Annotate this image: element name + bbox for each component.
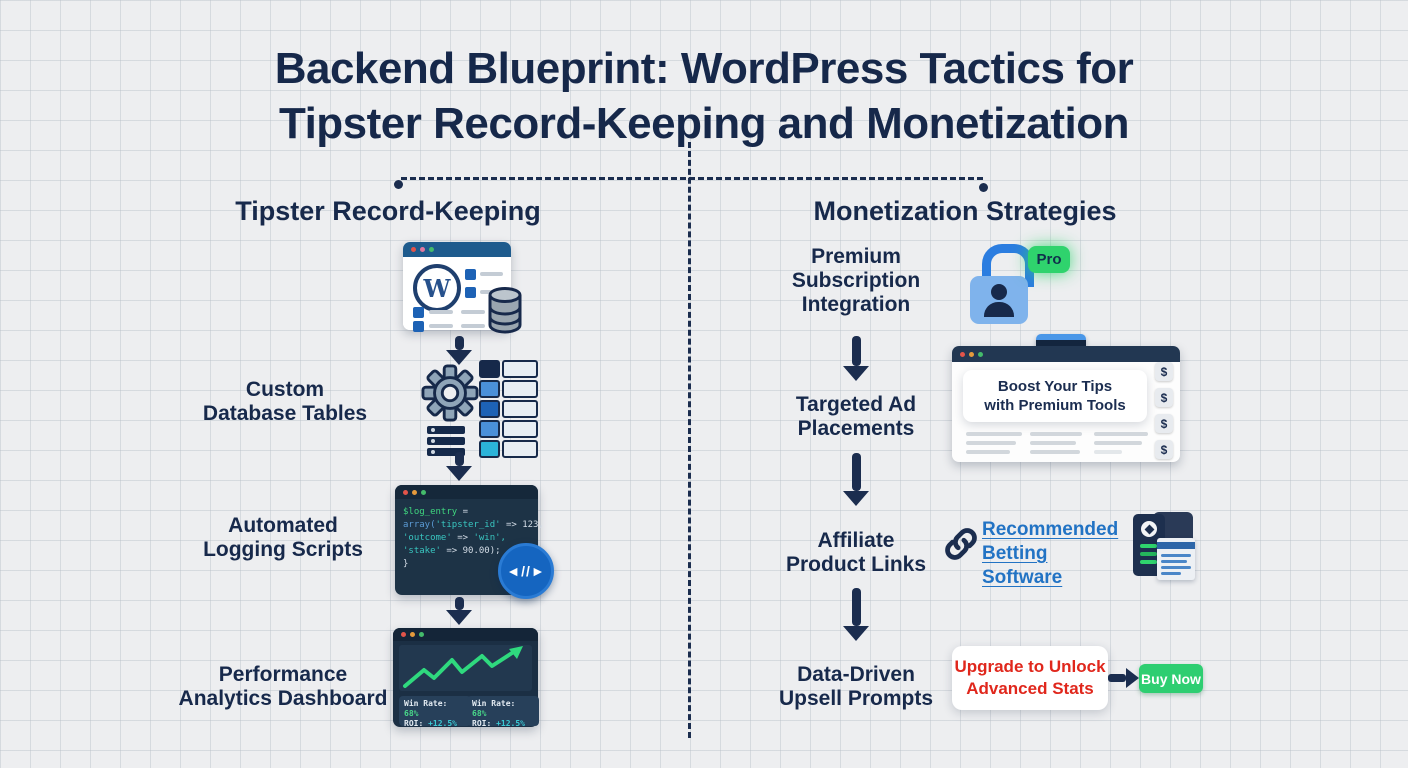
placeholder-line	[1094, 450, 1122, 454]
dollar-button[interactable]: $	[1155, 414, 1173, 433]
window-dot-red	[960, 351, 965, 357]
document-icon	[1157, 538, 1195, 580]
pro-badge: Pro	[1028, 246, 1070, 273]
window-dot-red	[403, 489, 408, 495]
dollar-button[interactable]: $	[1155, 440, 1173, 459]
lock-icon	[970, 276, 1028, 324]
window-titlebar	[403, 242, 511, 257]
placeholder-line	[966, 432, 1022, 436]
right-column-header: Monetization Strategies	[813, 196, 1117, 226]
dollar-button[interactable]: $	[1155, 362, 1173, 381]
step-label-data-driven-upsell-prompts: Data-Driven Upsell Prompts	[778, 663, 934, 710]
page-title-line1: Backend Blueprint: WordPress Tactics for	[274, 44, 1134, 93]
code-editor-window: $log_entry = array('tipster_id' => 123, …	[395, 485, 544, 595]
page-title-line2: Tipster Record-Keeping and Monetization	[279, 99, 1129, 148]
placeholder-line	[1030, 432, 1082, 436]
table-rows-icon	[479, 360, 538, 460]
placeholder-line	[1094, 441, 1142, 445]
step-label-performance-analytics-dashboard: Performance Analytics Dashboard	[178, 663, 388, 710]
link-icon	[945, 528, 977, 560]
step-label-targeted-ad-placements: Targeted Ad Placements	[795, 393, 917, 440]
arrow-right-icon	[1108, 668, 1139, 688]
column-divider-dashed	[688, 142, 691, 738]
code-snippet: $log_entry = array('tipster_id' => 123, …	[403, 507, 544, 569]
placeholder-line	[1030, 441, 1076, 445]
connector-dot-right	[979, 183, 988, 192]
arrow-down-icon	[843, 588, 869, 641]
placeholder-line	[966, 441, 1016, 445]
betting-software-icon	[1133, 512, 1195, 580]
arrow-down-icon	[446, 452, 472, 481]
analytics-dashboard-window: Win Rate: 68% ROI: +12.5% Win Rate: 68% …	[393, 628, 539, 728]
window-dot-orange	[412, 489, 417, 495]
dollar-button[interactable]: $	[1155, 388, 1173, 407]
custom-tables-icon-group	[421, 360, 538, 458]
emblem-icon	[1141, 521, 1157, 537]
left-column-header: Tipster Record-Keeping	[235, 196, 541, 226]
window-dot-red	[411, 247, 416, 252]
server-stack-icon	[427, 426, 465, 459]
window-dot-pink	[420, 247, 425, 252]
list-bullet-icon	[465, 287, 476, 298]
window-dot-green	[419, 632, 424, 637]
window-dot-orange	[969, 351, 974, 357]
stat-card: Win Rate: 68% ROI: +12.5%	[467, 696, 539, 728]
ad-banner-window: Boost Your Tips with Premium Tools $ $ $…	[952, 346, 1180, 462]
placeholder-line	[461, 324, 485, 328]
list-bullet-icon	[465, 269, 476, 280]
placeholder-line	[1094, 432, 1148, 436]
window-dot-green	[429, 247, 434, 252]
placeholder-line	[966, 450, 1010, 454]
upsell-card: Upgrade to Unlock Advanced Stats	[952, 646, 1108, 710]
arrow-down-icon	[843, 453, 869, 506]
list-bullet-icon	[413, 321, 424, 332]
step-label-automated-logging-scripts: Automated Logging Scripts	[203, 514, 363, 561]
placeholder-line	[461, 310, 485, 314]
gear-icon	[421, 364, 479, 422]
premium-lock-icon-group: Pro	[966, 244, 1116, 366]
arrow-down-icon	[446, 597, 472, 625]
window-titlebar	[952, 346, 1180, 362]
placeholder-line	[429, 310, 453, 314]
window-titlebar	[393, 628, 538, 641]
window-dot-green	[978, 351, 983, 357]
window-dot-green	[421, 489, 426, 495]
affiliate-link[interactable]: Recommended Betting Software	[982, 519, 1119, 588]
window-dot-orange	[410, 632, 415, 637]
placeholder-line	[429, 324, 453, 328]
trend-chart	[399, 645, 532, 691]
connector-dashed-line	[401, 177, 983, 180]
arrow-down-icon	[446, 336, 472, 365]
step-label-affiliate-product-links: Affiliate Product Links	[785, 529, 927, 576]
window-dot-red	[401, 632, 406, 637]
arrow-down-icon	[843, 336, 869, 381]
connector-dot-left	[394, 180, 403, 189]
wordpress-logo-icon: W	[413, 264, 461, 312]
placeholder-line	[1030, 450, 1080, 454]
ad-headline-card: Boost Your Tips with Premium Tools	[963, 370, 1147, 422]
database-icon	[488, 287, 522, 334]
step-label-custom-database-tables: Custom Database Tables	[202, 378, 368, 425]
step-label-premium-subscription-integration: Premium Subscription Integration	[791, 245, 921, 316]
placeholder-line	[480, 272, 503, 276]
code-badge-icon: ◄//►	[498, 543, 554, 599]
window-titlebar	[395, 485, 538, 499]
buy-now-button[interactable]: Buy Now	[1139, 664, 1203, 693]
stat-card: Win Rate: 68% ROI: +12.5%	[399, 696, 471, 728]
list-bullet-icon	[413, 307, 424, 318]
